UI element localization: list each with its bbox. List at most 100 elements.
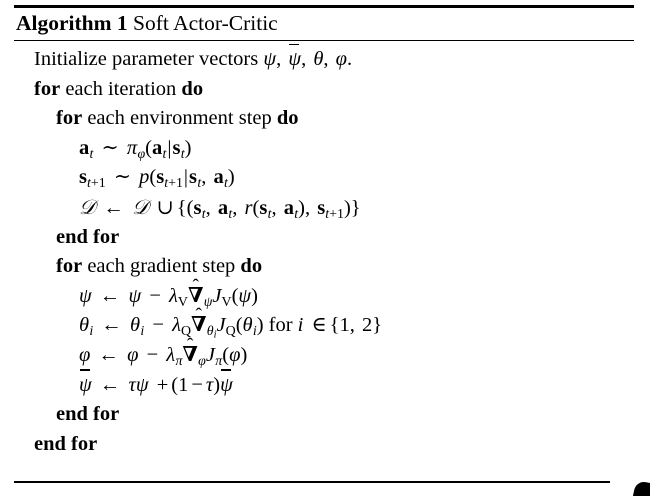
text-each-gradient-step: each gradient step <box>87 255 236 278</box>
symbol-phi: φ <box>335 48 348 70</box>
rule-under-caption <box>14 40 634 42</box>
line-end-for-gradient-step: end for <box>0 400 650 430</box>
subscript-t-plus-1: t+1 <box>86 176 106 192</box>
symbol-gets: ← <box>101 314 122 337</box>
symbol-gets: ← <box>103 196 124 219</box>
keyword-for: for <box>34 77 61 100</box>
subscript-t: t <box>89 146 94 162</box>
symbol-tau: τ <box>128 373 136 396</box>
symbol-sim: ∼ <box>113 166 132 189</box>
symbol-r: r <box>244 196 253 219</box>
symbol-psi: ψ <box>79 284 92 307</box>
line-update-psi: ψ ← ψ − λV∇ψJV(ψ) <box>0 282 650 312</box>
symbol-a: a <box>79 136 90 159</box>
symbol-s: s <box>259 196 268 219</box>
symbol-psi: ψ <box>128 284 142 307</box>
symbol-psi: ψ <box>263 48 277 70</box>
value-1: 1 <box>178 373 189 396</box>
subscript-V: V <box>177 294 188 310</box>
line-for-environment-step: for each environment step do <box>0 104 650 134</box>
symbol-s: s <box>193 196 202 219</box>
algorithm-body: Initialize parameter vectors ψ, ψ, θ, φ.… <box>0 43 650 460</box>
symbol-gets: ← <box>99 284 121 307</box>
symbol-J: J <box>205 343 215 366</box>
subscript-t-plus-1: t+1 <box>325 206 344 222</box>
keyword-do: do <box>240 255 263 278</box>
symbol-in: ∈ <box>311 314 327 337</box>
symbol-phi: φ <box>229 343 241 366</box>
subscript-pi: π <box>175 353 183 369</box>
line-end-for-iteration: end for <box>0 430 650 460</box>
value-1: 1 <box>339 314 350 337</box>
subscript-psi: ψ <box>203 294 213 310</box>
caption-title: Soft Actor-Critic <box>133 11 278 35</box>
line-update-theta: θi ← θi − λQ∇θiJQ(θi)for i ∈{1, 2} <box>0 311 650 341</box>
symbol-sim: ∼ <box>101 136 119 159</box>
symbol-calD: 𝒟 <box>132 194 149 219</box>
subscript-t-plus-1: t+1 <box>164 176 183 192</box>
symbol-phi: φ <box>79 343 91 366</box>
symbol-theta: θ <box>79 314 90 337</box>
symbol-a: a <box>151 136 163 159</box>
line-update-psi-bar: ψ ← τψ +(1−τ)ψ <box>0 369 650 401</box>
subscript-i: i <box>252 324 257 340</box>
symbol-nabla-hat: ∇ <box>182 341 197 371</box>
keyword-end-for: end for <box>56 403 120 426</box>
symbol-lambda: λ <box>169 284 178 307</box>
symbol-theta: θ <box>313 48 324 70</box>
subscript-t: t <box>228 206 233 222</box>
symbol-s: s <box>79 166 87 189</box>
symbol-s: s <box>317 196 326 219</box>
subscript-t: t <box>180 146 185 162</box>
symbol-J: J <box>212 284 222 307</box>
subscript-Q: Q <box>225 324 236 340</box>
line-sample-next-state: st+1 ∼ p(st+1|st, at) <box>79 166 235 192</box>
symbol-psi: ψ <box>135 373 149 396</box>
keyword-do: do <box>181 77 204 100</box>
keyword-do: do <box>276 107 299 130</box>
symbol-s: s <box>189 166 198 189</box>
rule-bottom <box>14 481 610 483</box>
subscript-theta-i: θi <box>206 324 217 341</box>
symbol-nabla-hat: ∇ <box>191 311 206 341</box>
symbol-psi-bar: ψ <box>288 43 301 75</box>
caption-number: 1 <box>116 11 128 35</box>
subscript-phi: φ <box>137 146 146 162</box>
line-sample-action: at ∼ πφ(at|st) <box>79 136 192 162</box>
symbol-a: a <box>217 196 229 219</box>
symbol-minus: − <box>149 284 161 307</box>
keyword-for: for <box>56 107 83 130</box>
subscript-t: t <box>223 176 228 192</box>
rule-top <box>14 5 634 8</box>
symbol-plus: + <box>156 373 169 396</box>
text-each-iteration: each iteration <box>65 77 177 100</box>
symbol-theta: θ <box>130 314 141 337</box>
symbol-psi-bar: ψ <box>79 369 92 401</box>
subscript-t: t <box>197 176 202 192</box>
subscript-phi: φ <box>198 353 206 369</box>
symbol-a: a <box>213 166 224 189</box>
symbol-theta: θ <box>242 314 253 337</box>
subscript-pi: π <box>215 353 223 369</box>
line-for-gradient-step: for each gradient step do <box>0 252 650 282</box>
symbol-i: i <box>297 314 304 337</box>
symbol-pi: π <box>126 136 138 159</box>
symbol-minus: − <box>191 373 203 396</box>
page-corner-artifact <box>632 480 650 496</box>
line-buffer-update: 𝒟 ← 𝒟 ∪{(st, at, r(st, at), st+1)} <box>79 194 361 222</box>
keyword-end-for: end for <box>34 432 98 455</box>
symbol-cup: ∪ <box>156 196 174 219</box>
subscript-V: V <box>221 294 232 310</box>
symbol-p: p <box>139 166 150 189</box>
symbol-minus: − <box>146 343 159 366</box>
symbol-J: J <box>216 314 226 337</box>
text-for-condition: for <box>268 314 293 337</box>
subscript-t: t <box>162 146 167 162</box>
symbol-tau: τ <box>205 373 214 396</box>
initialize-label: Initialize parameter vectors <box>34 48 259 70</box>
symbol-s: s <box>172 136 181 159</box>
symbol-s: s <box>156 166 165 189</box>
symbol-lambda: λ <box>166 343 176 366</box>
line-end-for-environment-step: end for <box>0 223 650 253</box>
